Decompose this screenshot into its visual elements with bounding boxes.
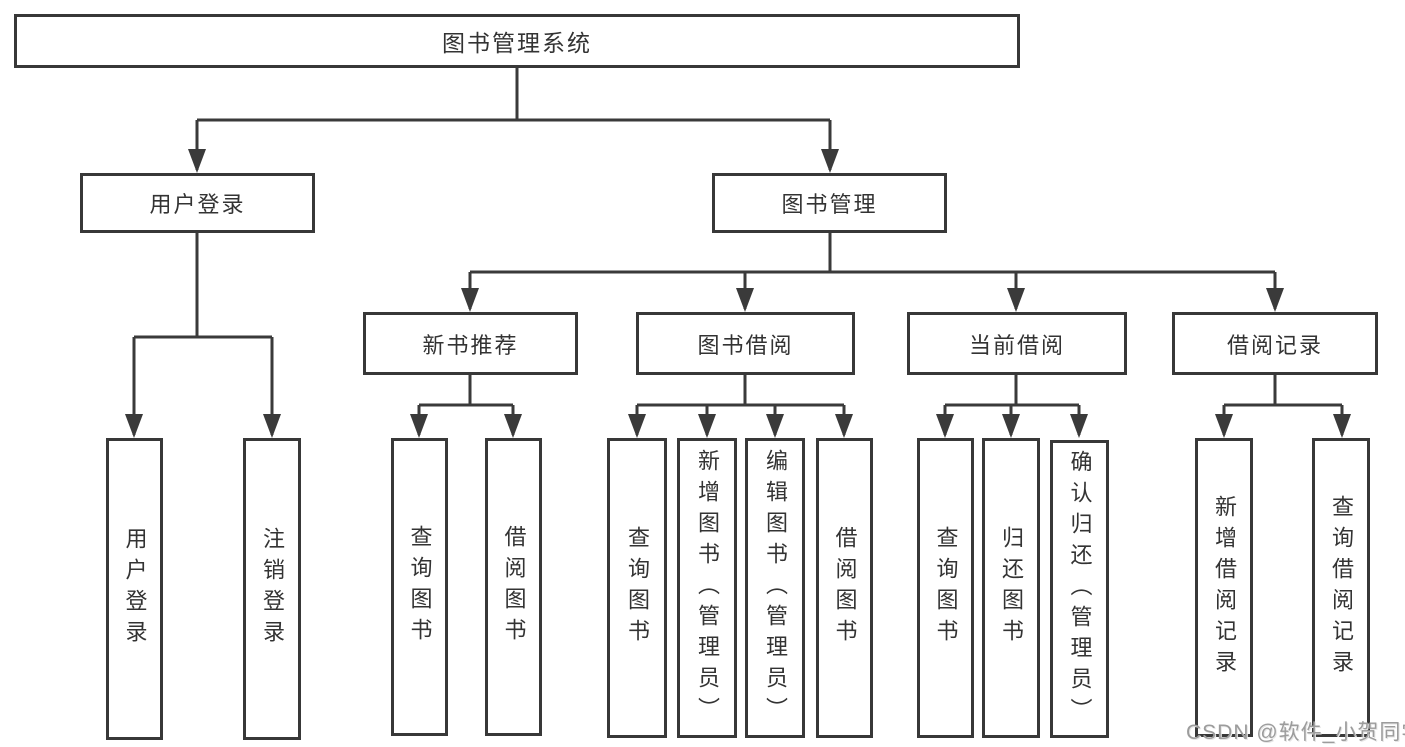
node-borrow-record: 借阅记录 — [1172, 312, 1378, 375]
node-leaf-return-book: 归还图书 — [982, 438, 1040, 738]
node-leaf-query-borrow-record: 查询借阅记录 — [1312, 438, 1370, 737]
node-current-borrow: 当前借阅 — [907, 312, 1127, 375]
node-leaf-logout: 注销登录 — [243, 438, 301, 740]
node-leaf-query-book-2: 查询图书 — [607, 438, 667, 738]
node-new-book-recommend: 新书推荐 — [363, 312, 578, 375]
csdn-watermark: CSDN @软件_小贺同学 — [1186, 721, 1405, 744]
node-book-management: 图书管理 — [712, 173, 947, 233]
node-leaf-borrow-book-1: 借阅图书 — [485, 438, 542, 736]
node-leaf-user-login: 用户登录 — [106, 438, 163, 740]
node-book-borrow: 图书借阅 — [636, 312, 855, 375]
node-leaf-add-borrow-record: 新增借阅记录 — [1195, 438, 1253, 737]
node-user-login: 用户登录 — [80, 173, 315, 233]
arrowheads — [125, 149, 1351, 438]
node-leaf-query-book-1: 查询图书 — [391, 438, 448, 736]
node-leaf-add-book-admin: 新增图书（管理员） — [677, 438, 737, 738]
node-root-system: 图书管理系统 — [14, 14, 1020, 68]
node-leaf-confirm-return-admin: 确认归还（管理员） — [1050, 440, 1109, 738]
node-leaf-borrow-book-2: 借阅图书 — [816, 438, 873, 738]
node-leaf-edit-book-admin: 编辑图书（管理员） — [745, 438, 805, 738]
node-leaf-query-book-3: 查询图书 — [917, 438, 974, 738]
